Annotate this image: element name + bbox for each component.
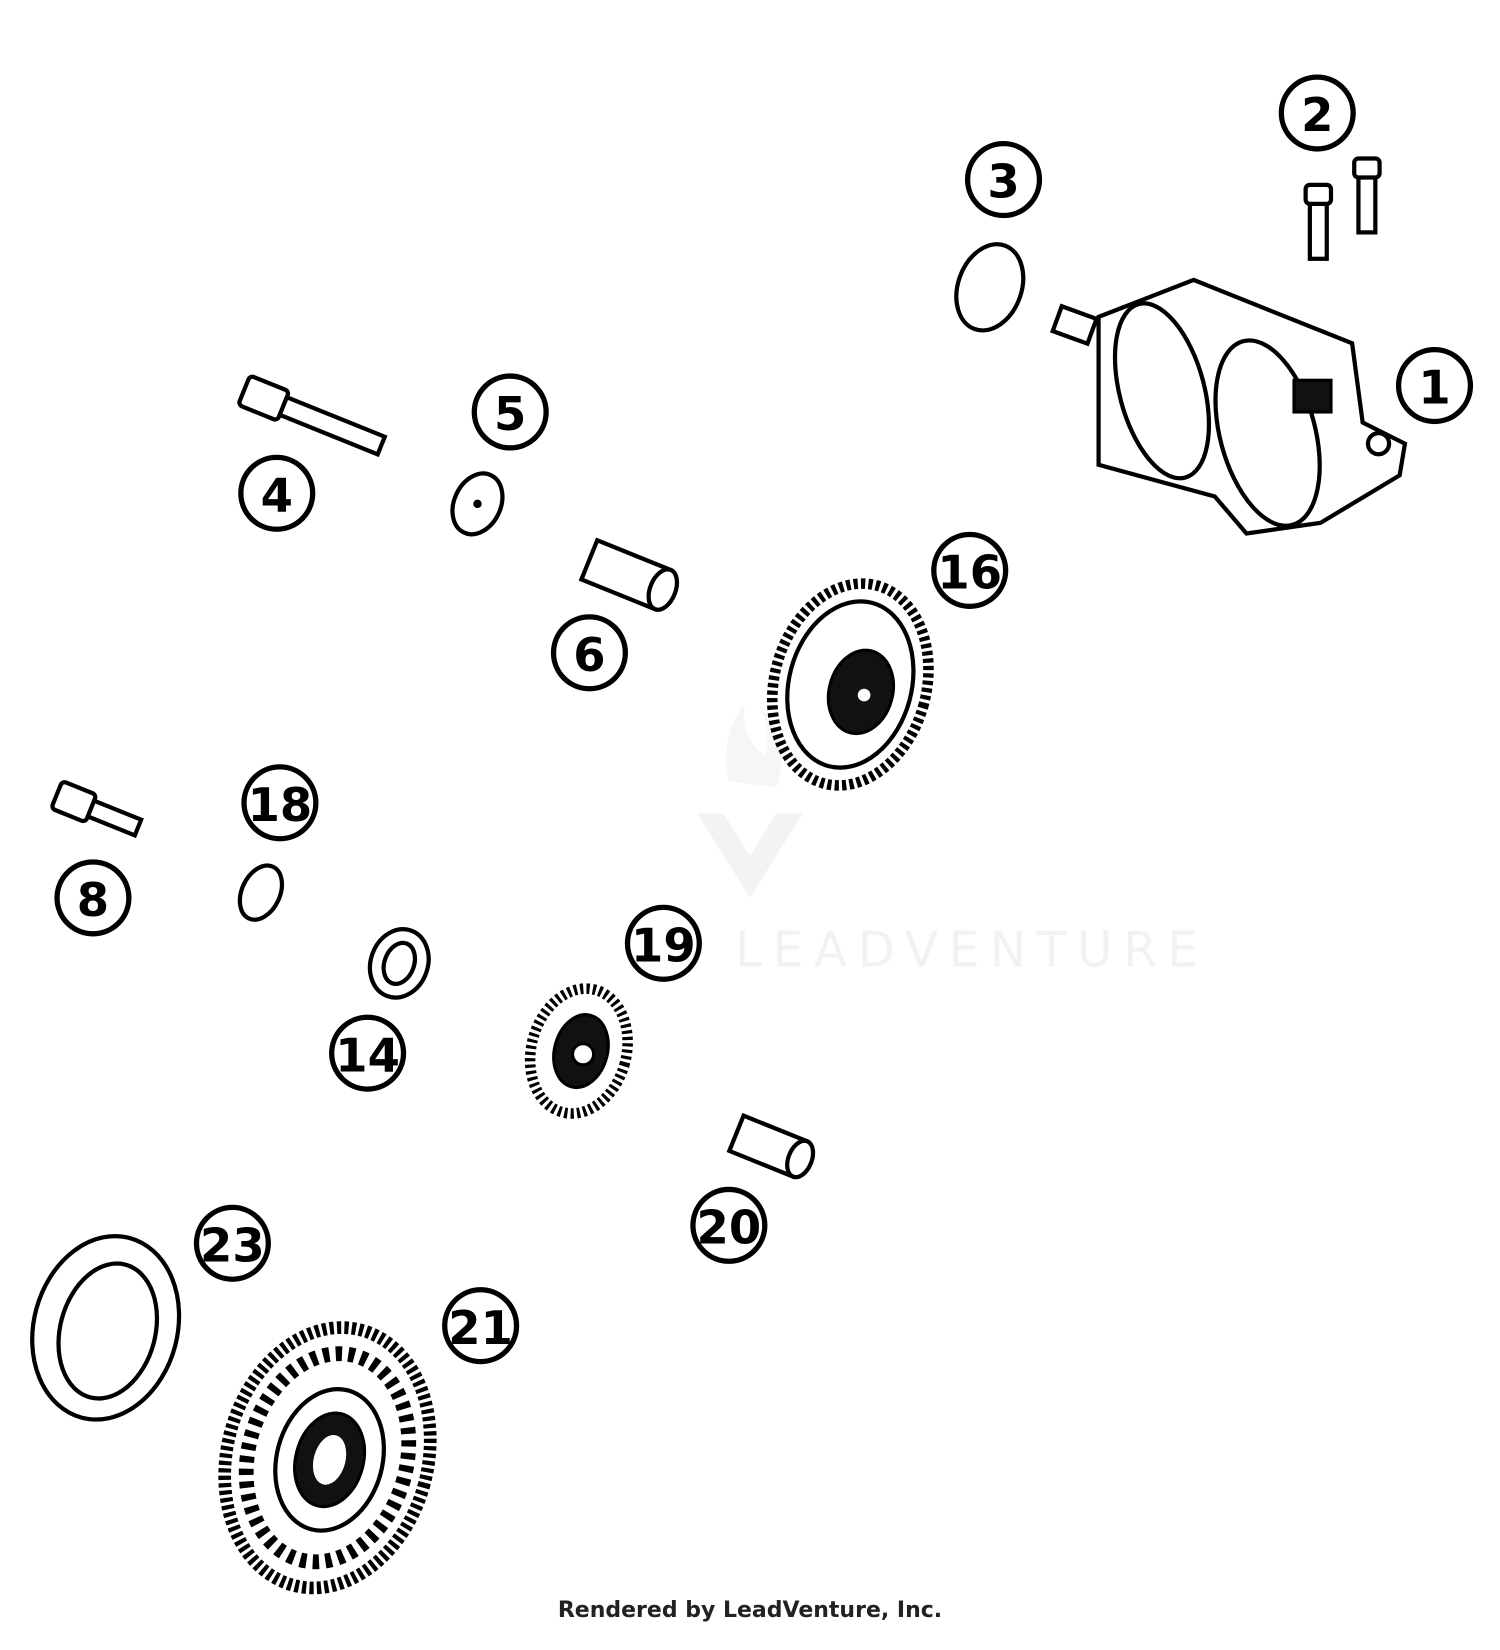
part-small-o-ring[interactable] [232,859,291,927]
callout-4[interactable]: 4 [238,454,316,532]
callout-3[interactable]: 3 [964,141,1043,219]
credit-text: Rendered by LeadVenture, Inc. [557,1598,943,1623]
callout-circle [1395,347,1474,425]
callout-number: 16 [937,546,1002,600]
part-intermediate-gear[interactable] [750,566,950,803]
callout-14[interactable]: 14 [329,1014,407,1092]
callout-circle [471,373,549,451]
callout-number: 14 [335,1028,400,1082]
callout-1[interactable]: 1 [1395,347,1474,425]
callout-23[interactable]: 23 [193,1204,271,1282]
callout-number: 23 [200,1218,265,1272]
callout-number: 4 [261,468,293,522]
part-bolt-long[interactable] [237,374,388,460]
callout-circle [54,859,132,937]
callout-8[interactable]: 8 [54,859,132,937]
callout-circle [442,1287,520,1365]
watermark-logo: LEADVENTURE [697,702,1209,979]
callout-number: 19 [631,918,696,972]
part-washer[interactable] [443,465,512,542]
callout-circle [238,454,316,532]
part-bushing[interactable] [578,537,682,614]
part-o-ring[interactable] [945,235,1035,340]
callout-6[interactable]: 6 [550,614,628,692]
callout-number: 6 [573,628,605,682]
callout-5[interactable]: 5 [471,373,549,451]
part-seal-ring[interactable] [12,1219,199,1436]
part-small-gear[interactable] [517,978,642,1125]
part-freewheel-gear[interactable] [196,1304,458,1611]
watermark-text: LEADVENTURE [735,923,1209,979]
callout-circle [690,1186,768,1264]
callout-number: 8 [77,873,109,927]
part-thrust-washer[interactable] [361,921,438,1006]
callout-circle [1278,74,1356,152]
callout-21[interactable]: 21 [442,1287,520,1365]
callout-circle [550,614,628,692]
callout-18[interactable]: 18 [241,764,319,842]
callout-number: 20 [697,1200,762,1254]
callout-19[interactable]: 19 [624,904,702,982]
callout-number: 21 [448,1301,513,1355]
part-screws[interactable] [1303,156,1382,261]
callout-circle [624,904,702,982]
part-starter-motor[interactable] [1050,277,1408,537]
callout-circle [931,531,1009,609]
callout-circle [241,764,319,842]
part-small-bushing[interactable] [726,1112,818,1181]
part-bolt-short[interactable] [50,780,144,841]
callout-2[interactable]: 2 [1278,74,1356,152]
callout-number: 3 [987,155,1019,209]
callout-circle [964,141,1043,219]
callout-circle [329,1014,407,1092]
callout-circle [193,1204,271,1282]
callout-number: 18 [248,778,313,832]
callout-number: 2 [1301,88,1333,142]
callout-20[interactable]: 20 [690,1186,768,1264]
callout-number: 1 [1418,361,1450,415]
callout-number: 5 [494,387,526,441]
callout-16[interactable]: 16 [931,531,1009,609]
